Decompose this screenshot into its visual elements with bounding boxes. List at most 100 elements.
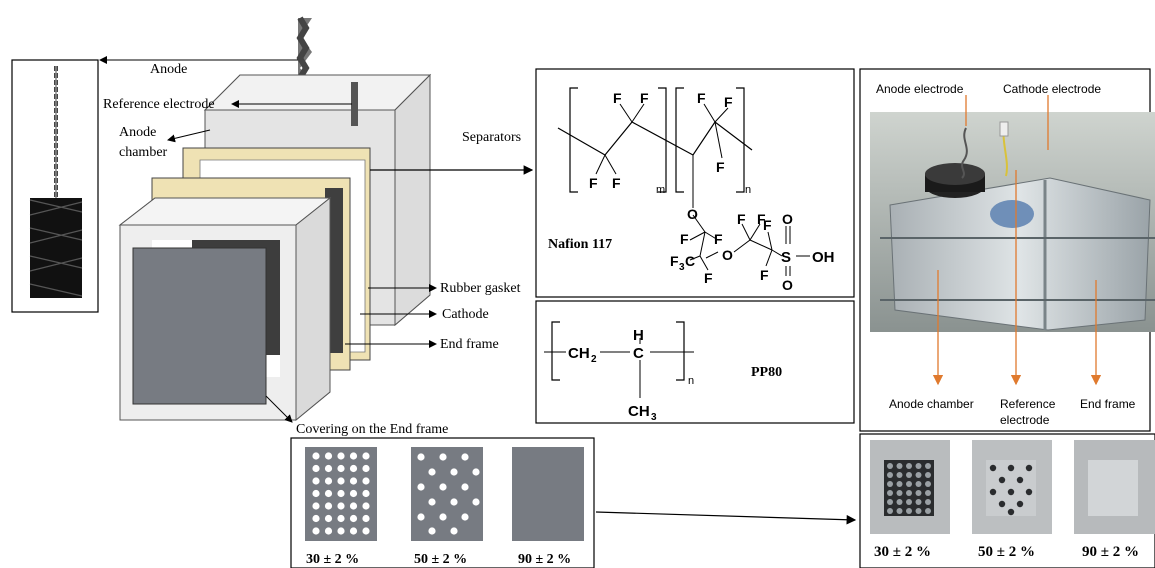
hole bbox=[1016, 476, 1024, 484]
hole bbox=[417, 513, 425, 521]
svg-text:n: n bbox=[745, 184, 751, 196]
hole bbox=[915, 508, 922, 514]
svg-text:F: F bbox=[716, 159, 725, 175]
hole bbox=[450, 527, 458, 535]
hole bbox=[887, 490, 893, 496]
label-anode-chamber-1: Anode bbox=[119, 125, 156, 140]
svg-text:3: 3 bbox=[679, 262, 685, 273]
hole bbox=[428, 468, 436, 476]
hole bbox=[1016, 500, 1024, 508]
label-anode-chamber-2: chamber bbox=[119, 145, 168, 160]
hole bbox=[362, 502, 370, 510]
hole bbox=[362, 489, 370, 498]
covering-photo-90 bbox=[1074, 440, 1155, 534]
hole bbox=[362, 464, 370, 473]
svg-text:F: F bbox=[612, 175, 621, 191]
covering-photo-arrow bbox=[595, 511, 857, 525]
svg-text:H: H bbox=[633, 327, 644, 344]
hole bbox=[887, 481, 893, 487]
hole bbox=[925, 490, 931, 496]
hole bbox=[312, 477, 320, 485]
hole bbox=[349, 527, 358, 535]
svg-text:O: O bbox=[722, 247, 733, 263]
hole bbox=[312, 527, 320, 535]
label-separators: Separators bbox=[462, 130, 521, 145]
svg-text:F: F bbox=[714, 231, 723, 247]
covering-photo-50 bbox=[972, 440, 1052, 534]
hole bbox=[349, 502, 358, 510]
label-covering: Covering on the End frame bbox=[296, 422, 448, 437]
hole bbox=[896, 508, 903, 514]
hole bbox=[362, 452, 370, 460]
reference-electrode-rod bbox=[351, 82, 358, 126]
covering-label-90: 90 ± 2 % bbox=[518, 552, 571, 567]
svg-text:F: F bbox=[697, 90, 706, 106]
hole bbox=[896, 490, 903, 496]
hole bbox=[461, 513, 469, 521]
hole bbox=[989, 464, 997, 472]
photo-label-end-frame: End frame bbox=[1080, 397, 1136, 411]
covering-30-percent bbox=[305, 447, 377, 541]
hole bbox=[906, 508, 912, 514]
hole bbox=[324, 502, 333, 510]
photo-covering-label-30: 30 ± 2 % bbox=[874, 544, 931, 560]
end-frame-covering-panel bbox=[132, 247, 267, 405]
hole bbox=[450, 468, 458, 476]
hole bbox=[1007, 488, 1015, 496]
covering-photo-panel: 30 ± 2 % 50 ± 2 % 90 ± 2 % bbox=[859, 433, 1155, 568]
covering-label-30: 30 ± 2 % bbox=[306, 552, 359, 567]
hole bbox=[896, 481, 903, 487]
hole bbox=[439, 513, 447, 521]
photo-label-reference-2: electrode bbox=[1000, 413, 1050, 427]
photo-label-anode-chamber: Anode chamber bbox=[889, 397, 974, 411]
hole bbox=[989, 488, 997, 496]
hole bbox=[906, 490, 912, 496]
hole bbox=[428, 527, 436, 535]
hole bbox=[312, 514, 320, 523]
hole bbox=[417, 453, 425, 461]
hole bbox=[324, 464, 333, 473]
hole bbox=[915, 463, 922, 469]
hole bbox=[312, 452, 320, 460]
nafion-structure-panel: F F F F F F F m n O F F F 3 C F O F F F … bbox=[535, 68, 855, 298]
hole bbox=[337, 489, 345, 498]
hole bbox=[896, 499, 903, 505]
hole bbox=[312, 464, 320, 473]
nafion-117-label: Nafion 117 bbox=[548, 237, 612, 252]
hole bbox=[362, 527, 370, 535]
svg-text:F: F bbox=[757, 211, 766, 227]
hole bbox=[915, 490, 922, 496]
hole bbox=[337, 452, 345, 460]
hole bbox=[428, 498, 436, 506]
svg-text:CH: CH bbox=[568, 345, 590, 362]
svg-text:m: m bbox=[656, 184, 665, 196]
hole bbox=[461, 453, 469, 461]
svg-text:C: C bbox=[633, 345, 644, 362]
hole bbox=[312, 502, 320, 510]
hole bbox=[887, 508, 893, 514]
svg-text:CH: CH bbox=[628, 403, 650, 420]
label-rubber-gasket: Rubber gasket bbox=[440, 281, 521, 296]
hole bbox=[1025, 488, 1033, 496]
hole bbox=[324, 527, 333, 535]
svg-text:OH: OH bbox=[812, 249, 835, 266]
hole bbox=[362, 514, 370, 523]
svg-text:O: O bbox=[782, 277, 793, 293]
hole bbox=[461, 483, 469, 491]
hole bbox=[906, 499, 912, 505]
hole bbox=[312, 489, 320, 498]
hole bbox=[887, 499, 893, 505]
hole bbox=[324, 477, 333, 485]
hole bbox=[337, 464, 345, 473]
hole bbox=[925, 472, 931, 478]
hole bbox=[925, 508, 931, 514]
hole bbox=[324, 452, 333, 460]
label-reference-electrode: Reference electrode bbox=[103, 97, 215, 112]
svg-text:F: F bbox=[760, 267, 769, 283]
hole bbox=[337, 527, 345, 535]
hole bbox=[1007, 464, 1015, 472]
hole bbox=[349, 477, 358, 485]
svg-text:S: S bbox=[781, 249, 791, 266]
label-end-frame: End frame bbox=[440, 337, 499, 352]
svg-text:F: F bbox=[724, 94, 733, 110]
